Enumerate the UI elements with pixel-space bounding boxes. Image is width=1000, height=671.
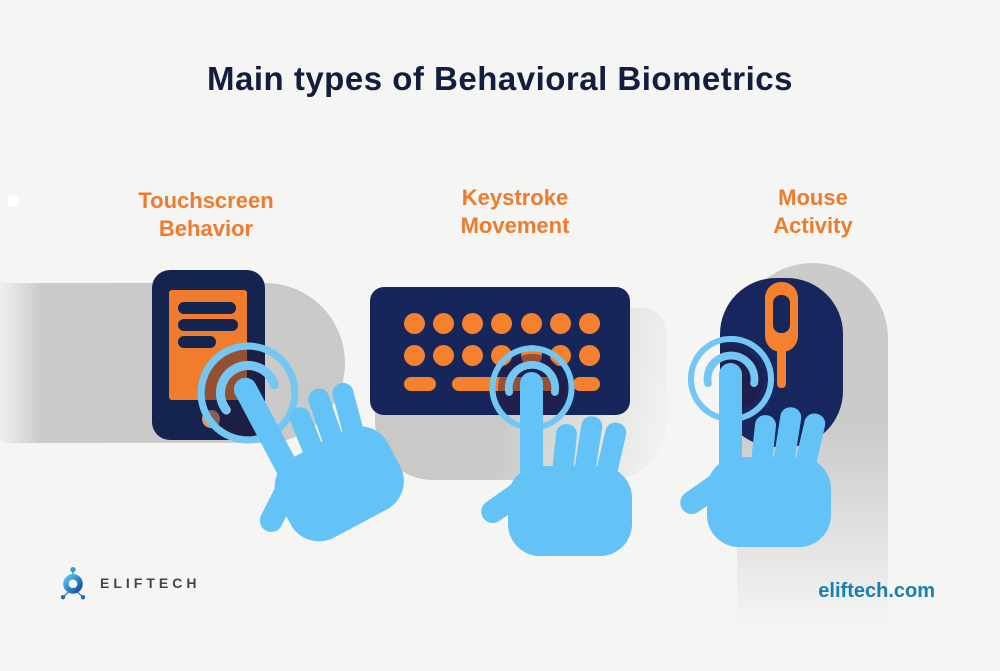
- screen-text-line: [178, 336, 216, 348]
- keyboard-touch-icon: [370, 287, 630, 415]
- decor-dot: [7, 195, 19, 207]
- key: [462, 313, 484, 334]
- key: [433, 313, 455, 334]
- key: [433, 345, 455, 366]
- key: [491, 313, 513, 334]
- mouse-scroll-wheel-hole: [773, 295, 790, 333]
- website-url: eliftech.com: [818, 580, 935, 602]
- phone-screen: [169, 290, 247, 400]
- label-line: Movement: [460, 212, 570, 238]
- label-line: Mouse: [778, 185, 848, 210]
- eliftech-molecule-logo-icon: [60, 567, 86, 600]
- label-line: Behavior: [158, 215, 254, 241]
- key: [404, 377, 436, 391]
- brand-name: ELIFTECH: [100, 575, 201, 591]
- key: [404, 313, 425, 334]
- key: [573, 377, 600, 391]
- key: [404, 345, 425, 366]
- keyboard-key-row: [404, 313, 600, 334]
- key: [578, 313, 600, 334]
- mouse-scroll-wheel-stem: [777, 350, 786, 388]
- key: [520, 313, 542, 334]
- key: [578, 345, 600, 366]
- key: [462, 345, 484, 366]
- label-line: Keystroke: [461, 185, 569, 210]
- brand-lockup: ELIFTECH: [58, 563, 200, 603]
- tap-hand-icon: [675, 319, 831, 547]
- key: [549, 345, 571, 366]
- page-title: Main types of Behavioral Biometrics: [207, 60, 793, 97]
- label-line: Touchscreen: [138, 188, 274, 213]
- screen-text-line: [178, 319, 238, 331]
- label-keystroke-movement: Keystroke Movement: [405, 184, 625, 239]
- label-touchscreen-behavior: Touchscreen Behavior: [96, 187, 316, 242]
- screen-text-line: [178, 302, 236, 314]
- label-line: Activity: [773, 212, 853, 238]
- label-mouse-activity: Mouse Activity: [703, 184, 923, 239]
- key: [549, 313, 571, 334]
- tap-hand-icon: [476, 328, 632, 556]
